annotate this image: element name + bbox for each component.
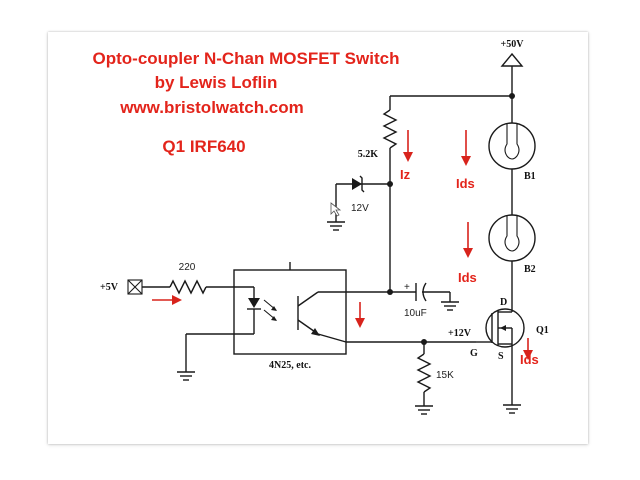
q1-label: Q1	[536, 325, 549, 336]
ids-label-2: Ids	[458, 270, 477, 285]
ids-arrowhead-3-icon	[523, 350, 533, 360]
ground-cap-icon	[441, 301, 459, 311]
pin-d-label: D	[500, 297, 507, 308]
input-5v-label: +5V	[100, 282, 119, 293]
lamp-b1-label: B1	[524, 171, 536, 182]
phototransistor-collector	[297, 291, 319, 307]
lamp-b2-filament	[504, 215, 520, 252]
resistor-5k2-icon	[382, 109, 398, 149]
supply-50v-symbol	[500, 52, 524, 67]
title-line-1: Opto-coupler N-Chan MOSFET Switch	[93, 49, 400, 68]
opto-current-arrowhead-icon	[355, 318, 365, 328]
lamp-b2-label: B2	[524, 264, 536, 275]
iz-arrowhead-icon	[403, 152, 413, 162]
phototransistor-emitter-lead	[317, 333, 347, 343]
zener-label: 12V	[351, 203, 369, 214]
resistor-15k-label: 15K	[436, 370, 454, 381]
optocoupler-package	[233, 269, 347, 355]
capacitor-plus-sign: +	[404, 282, 410, 293]
ground-zener-icon	[327, 221, 345, 231]
diagram-card	[48, 32, 588, 444]
ids-label-1: Ids	[456, 176, 475, 191]
junction-top-right	[509, 93, 515, 99]
led-icon	[248, 298, 260, 308]
gate-12v-label: +12V	[448, 328, 472, 339]
lamp-b1-icon	[488, 122, 536, 170]
resistor-220-icon	[169, 279, 207, 295]
input-terminal-icon	[127, 279, 143, 295]
ground-led-icon	[177, 371, 195, 381]
iz-label: Iz	[400, 167, 411, 182]
title-line-2: by Lewis Loflin	[155, 73, 278, 92]
supply-50v-label: +50V	[501, 39, 525, 50]
pin-g-label: G	[470, 348, 478, 359]
part-number: Q1 IRF640	[162, 137, 245, 156]
resistor-15k-icon	[416, 353, 432, 393]
mosfet-arrow-icon	[500, 325, 506, 331]
title-line-3: www.bristolwatch.com	[119, 98, 304, 117]
phototransistor-arrow-icon	[311, 328, 320, 336]
ground-r15k-icon	[415, 405, 433, 415]
input-current-arrowhead-icon	[172, 295, 182, 305]
zener-diode-icon	[352, 178, 362, 190]
pin-s-label: S	[498, 351, 504, 362]
capacitor-label: 10uF	[404, 308, 427, 319]
ids-arrowhead-2-icon	[463, 248, 473, 258]
lamp-b2-icon	[488, 214, 536, 262]
ground-q1-icon	[503, 404, 521, 414]
ids-arrowhead-1-icon	[461, 156, 471, 166]
ids-label-3: Ids	[520, 352, 539, 367]
lamp-b1-filament	[504, 123, 520, 160]
mosfet-q1-body	[485, 308, 525, 348]
zener-bar	[359, 175, 365, 193]
light-arrows-icon	[263, 299, 277, 321]
resistor-220-label: 220	[179, 262, 196, 273]
resistor-5k2-label: 5.2K	[358, 149, 379, 160]
cursor-icon	[330, 202, 342, 217]
optocoupler-label: 4N25, etc.	[269, 360, 311, 371]
